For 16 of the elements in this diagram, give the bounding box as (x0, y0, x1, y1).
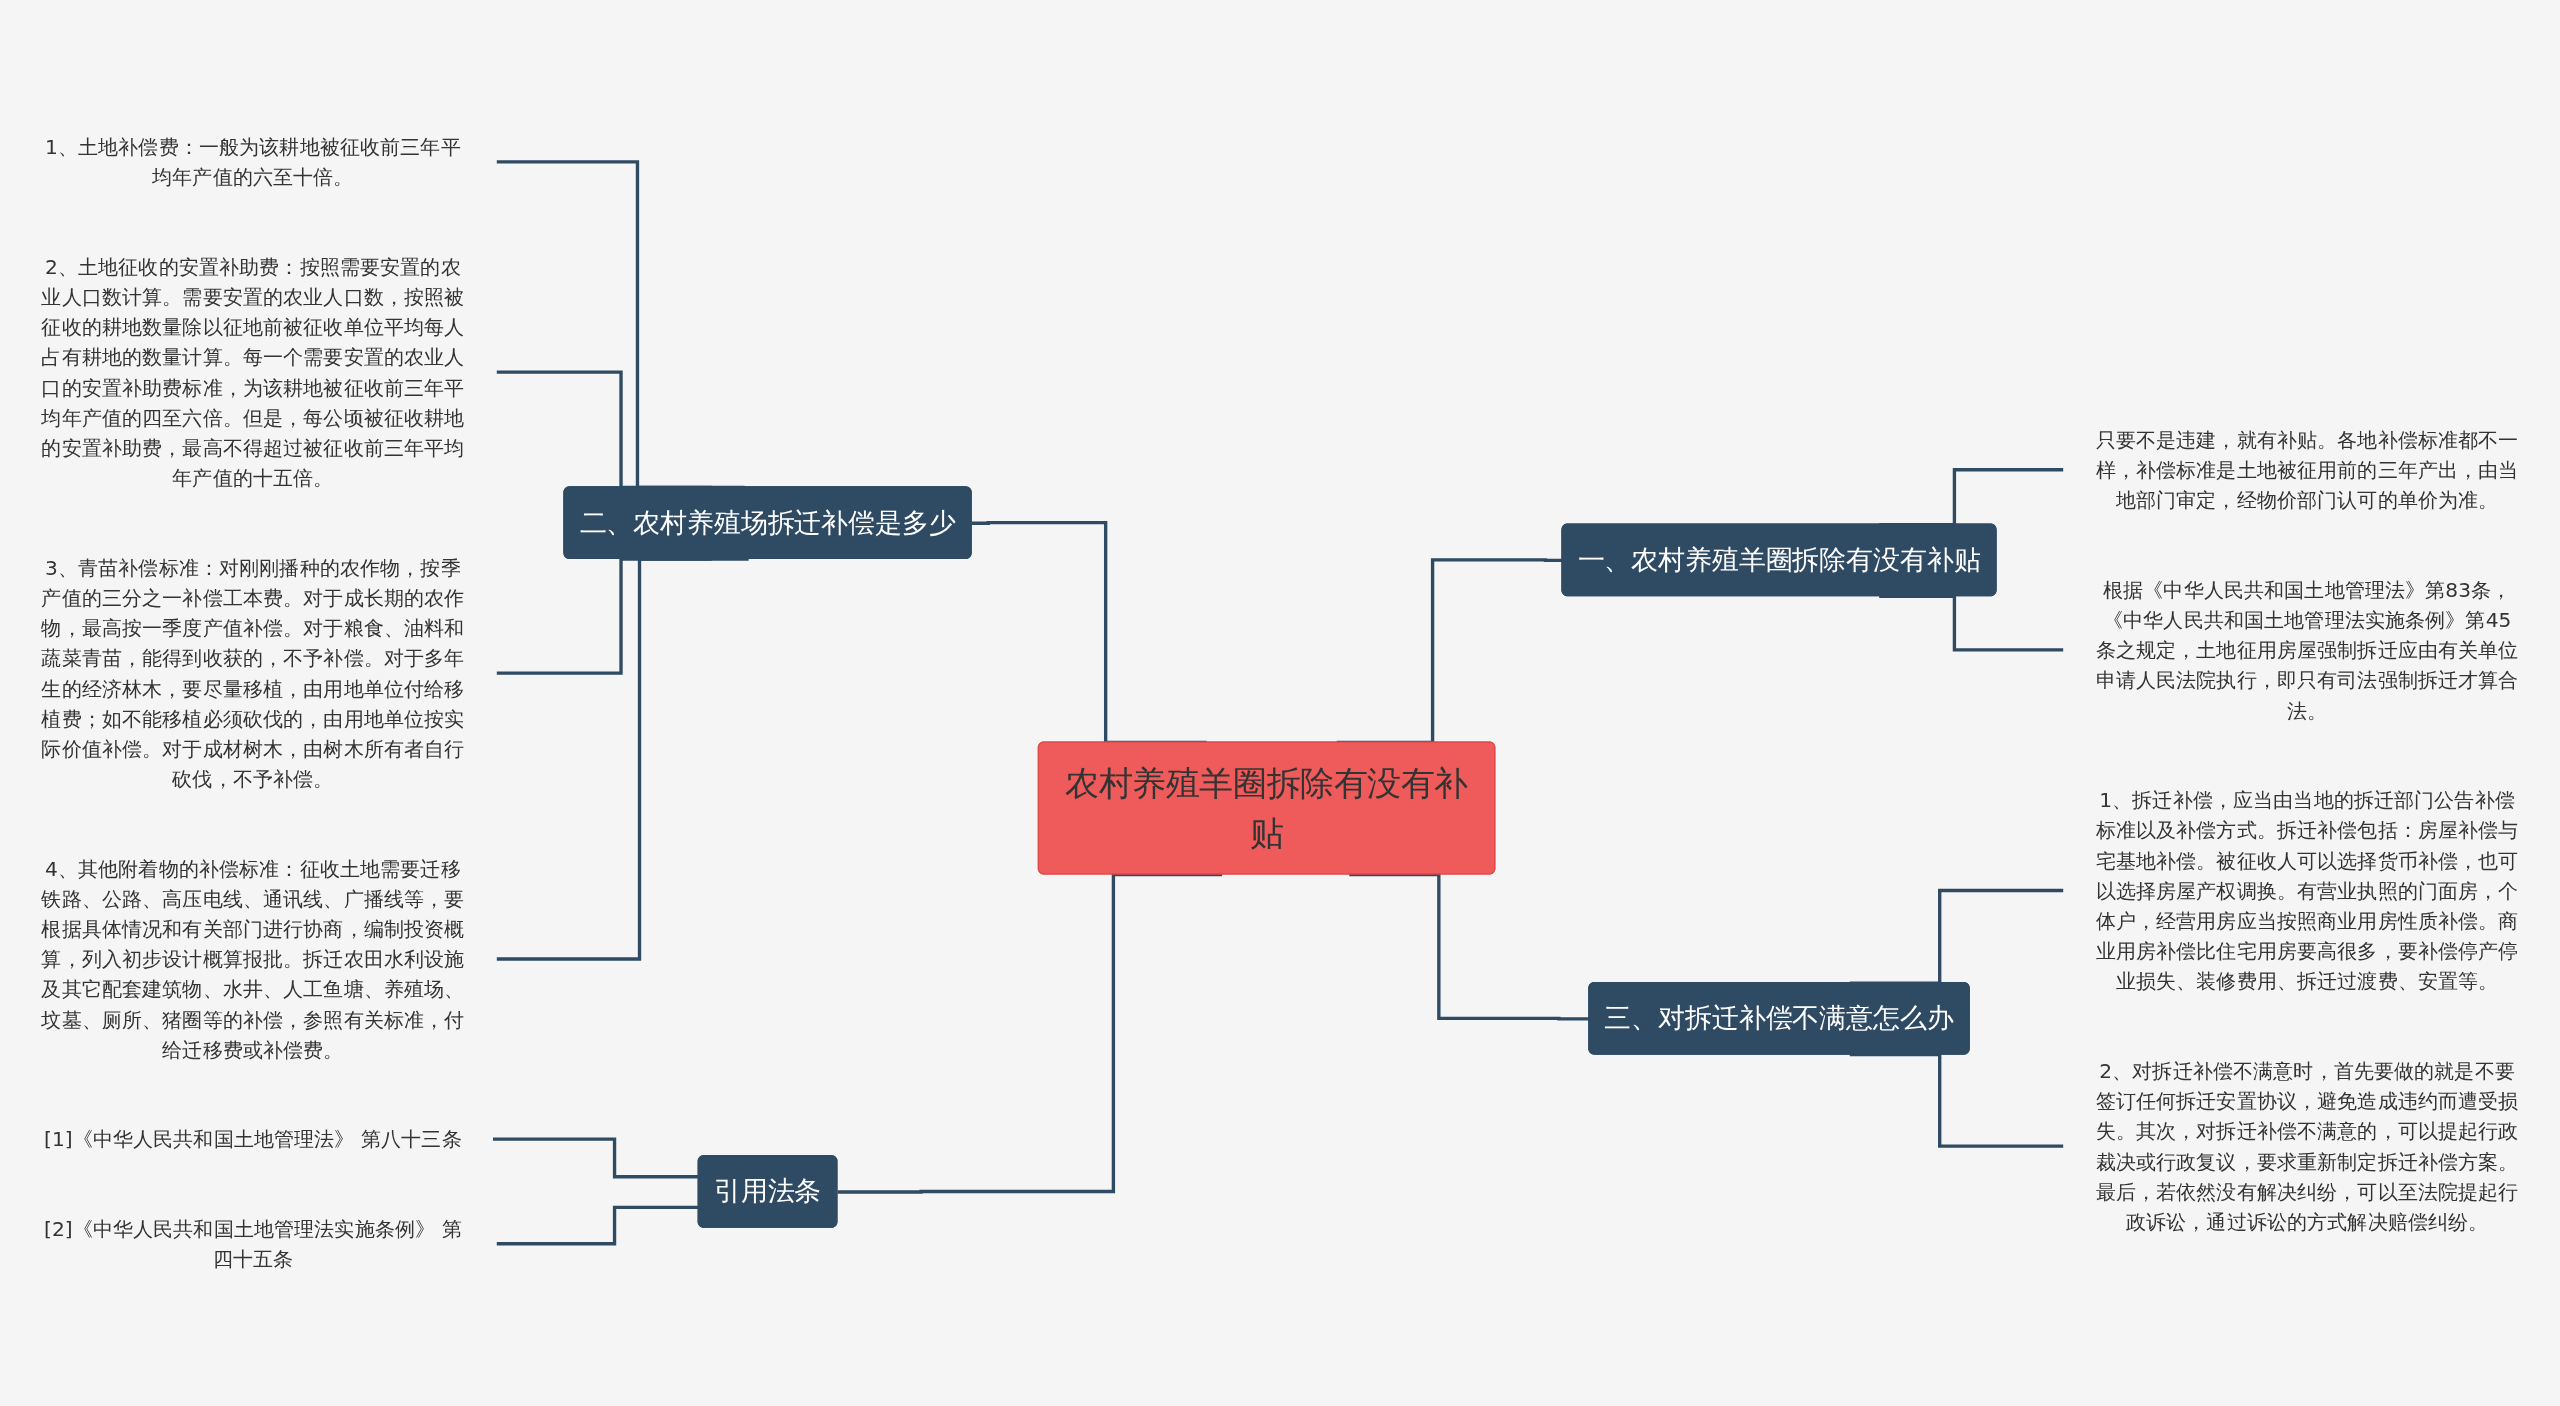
node-text: [1]《中华人民共和国土地管理法》 第八十三条 (44, 1127, 462, 1152)
node-text: 1、土地补偿费：一般为该耕地被征收前三年平均年产值的六至十倍。 (45, 135, 461, 189)
node-text: 2、对拆迁补偿不满意时，首先要做的就是不要签订任何拆迁安置协议，避免造成违约而遭受损失。其次，对拆迁补偿不满意的，可以提起行政裁决或行政复议，要求重新制定拆迁补偿方案。最后，若依然没有解决纠纷，可以至法院提起行政诉讼，通过诉讼的方式解决赔偿纠纷。 (2095, 1059, 2519, 1234)
node-text: 根据《中华人民共和国土地管理法》第83条，《中华人民共和国土地管理法实施条例》第45条之规定，土地征用房屋强制拆迁应由有关单位申请人民法院执行，即只有司法强制拆迁才算合法。 (2095, 577, 2519, 723)
connector (1879, 594, 2064, 652)
node-text: 2、土地征收的安置补助费：按照需要安置的农业人口数计算。需要安置的农业人口数，按照被征收的耕地数量除以征地前被征收单位平均每人占有耕地的数量计算。每一个需要安置的农业人口的安置补助费标准，为该耕地被征收前三年平均年产值的四至六倍。但是，每公顷被征收耕地的安置补助费，最高不得超过被征收前三年平均年产值的十五倍。 (41, 254, 465, 490)
node-text: 4、其他附着物的补偿标准：征收土地需要迁移铁路、公路、高压电线、通讯线、广播线等，要根据具体情况和有关部门进行协商，编制投资概算，列入初步设计概算报批。拆迁农田水利设施及其它配套建筑物、水井、人工鱼塘、养殖场、坟墓、厕所、猪圈等的补偿，参照有关标准，付给迁移费或补偿费。 (41, 856, 465, 1062)
connector (496, 1205, 699, 1246)
node-text: 1、拆迁补偿，应当由当地的拆迁部门公告补偿标准以及补偿方式。拆迁补偿包括：房屋补偿与宅基地补偿。被征收人可以选择货币补偿，也可以选择房屋产权调换。有营业执照的门面房，个体户，经营用房应当按照商业用房性质补偿。商业用房补偿比住宅用房要高很多，要补偿停产停业损失、装修费用、拆迁过渡费、安置等。 (2095, 788, 2519, 994)
connector (1849, 1053, 2064, 1149)
connector (837, 873, 1223, 1194)
node-text: 3、青苗补偿标准：对刚刚播种的农作物，按季产值的三分之一补偿工本费。对于成长期的农作物，最高按一季度产值补偿。对于粮食、油料和蔬菜青苗，能得到收获的，不予补偿。对于多年生的经济林木，要尽量移植，由用地单位付给移植费；如不能移植必须砍伐的，由用地单位按实际价值补偿。对于成材树木，由树木所有者自行砍伐，不予补偿。 (41, 555, 465, 791)
node-text: 只要不是违建，就有补贴。各地补偿标准都不一样，补偿标准是土地被征用前的三年产出，由当地部门审定，经物价部门认可的单价为准。 (2095, 428, 2519, 512)
connector (493, 1137, 699, 1179)
connector (496, 557, 749, 961)
node-text: [2]《中华人民共和国土地管理法实施条例》 第四十五条 (44, 1217, 462, 1271)
